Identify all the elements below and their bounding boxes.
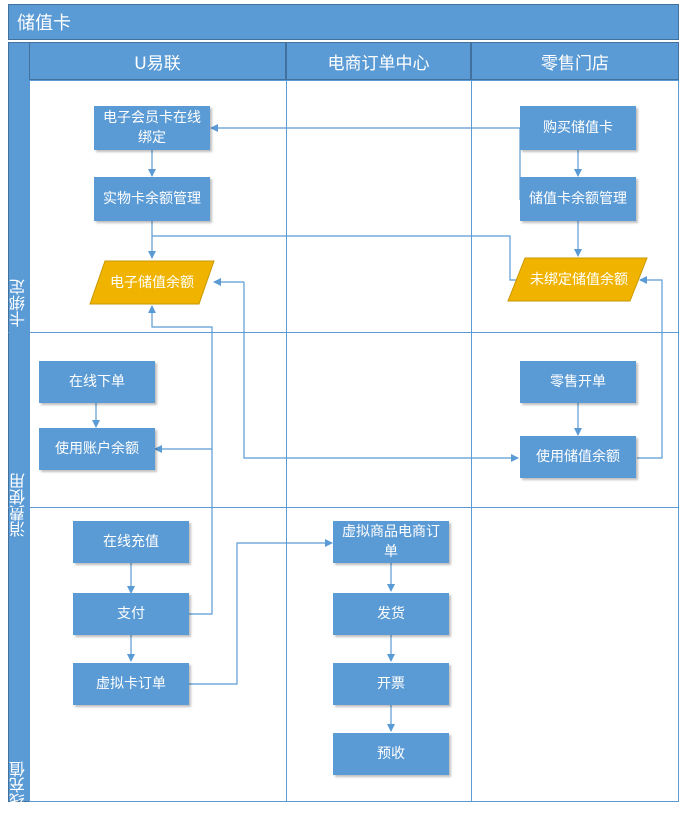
node-unbound-balance: 未绑定储值余额: [530, 271, 628, 288]
node-pre-receipt: 预收: [333, 733, 449, 775]
arrow-pay-to-evalue: [148, 305, 213, 449]
swimlane-grid: [29, 80, 679, 802]
arrow-virtual-to-goods: [188, 539, 333, 685]
column-divider: [471, 80, 472, 802]
arrow-mgmt-to-bind: [210, 124, 521, 200]
arrow-pay-to-account: [154, 445, 213, 615]
arrow-evalue-to-use-card: [243, 282, 519, 462]
node-retail-order: 零售开单: [520, 361, 636, 403]
node-use-card-balance: 使用储值余额: [520, 436, 636, 478]
column-header-retail: 零售门店: [471, 42, 679, 80]
lane-divider: [8, 507, 679, 508]
column-divider: [286, 80, 287, 802]
node-invoice: 开票: [333, 663, 449, 705]
node-virtual-card-order: 虚拟卡订单: [73, 663, 189, 705]
node-ship: 发货: [333, 593, 449, 635]
node-online-order: 在线下单: [39, 361, 155, 403]
node-e-value-balance: 电子储值余额: [110, 274, 194, 291]
node-e-card-bind: 电子会员卡在线绑定: [94, 106, 210, 150]
column-header-ecommerce: 电商订单中心: [286, 42, 471, 80]
node-physical-balance: 实物卡余额管理: [94, 177, 210, 221]
node-virtual-goods-order: 虚拟商品电商订单: [333, 521, 449, 563]
column-header-uyilian: U易联: [29, 42, 286, 80]
arrow-use-card-to-unbound: [637, 276, 663, 459]
node-use-account-balance: 使用账户余额: [39, 428, 155, 470]
lane-divider: [8, 332, 679, 333]
node-card-balance-mgmt: 储值卡余额管理: [520, 177, 636, 221]
node-online-recharge: 在线充值: [73, 521, 189, 563]
data-shape-evalue: [89, 260, 215, 305]
node-pay: 支付: [73, 593, 189, 635]
diagram-title: 储值卡: [8, 4, 679, 40]
node-buy-card: 购买储值卡: [520, 106, 636, 150]
data-shape-unbound: [507, 257, 648, 302]
